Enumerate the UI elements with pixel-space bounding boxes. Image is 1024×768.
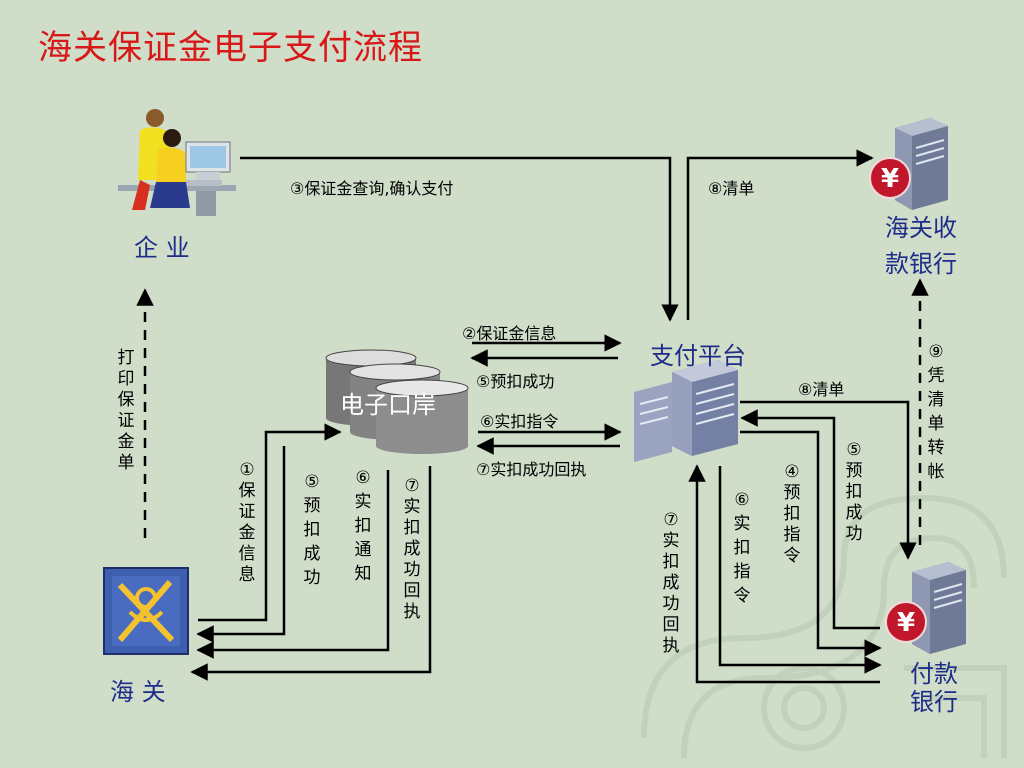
server-cluster-icon [634, 360, 738, 462]
flow-actual-ok-receipt: ⑦实扣成功回执 [476, 460, 587, 479]
collect-bank-server-icon: ¥ [869, 118, 948, 210]
office-workers-icon [118, 109, 236, 216]
database-stack-icon [325, 349, 469, 454]
collect-bank-label: 海关收款银行 [885, 214, 957, 278]
customs-label: 海 关 [110, 678, 166, 706]
flow-v-transfer: ⑨凭清单转帐 [927, 342, 945, 482]
flow-v-deposit-info: ①保证金信息 [238, 460, 256, 585]
flow-statement-right: ⑧清单 [798, 380, 845, 399]
platform-label: 支付平台 [650, 342, 746, 370]
flow-actual-deduct: ⑥实扣指令 [480, 412, 559, 431]
enterprise-label: 企 业 [134, 234, 190, 262]
port-label: 电子口岸 [340, 391, 436, 419]
flow-deposit-info: ②保证金信息 [462, 324, 557, 343]
svg-text:¥: ¥ [897, 608, 915, 638]
pay-bank-label: 付款银行 [910, 660, 958, 716]
flow-v-actual-notice: ⑥实扣通知 [354, 468, 372, 584]
background-pattern [641, 494, 1007, 759]
svg-text:¥: ¥ [881, 164, 899, 194]
page-title: 海关保证金电子支付流程 [38, 28, 423, 68]
flow-v-pre-deduct-ok-2: ⑤预扣成功 [845, 440, 863, 544]
customs-emblem-icon [103, 567, 189, 655]
flow-v-pre-deduct-ok: ⑤预扣成功 [303, 472, 321, 588]
flow-pre-deduct-ok: ⑤预扣成功 [476, 372, 555, 391]
flow-query-confirm: ③保证金查询,确认支付 [290, 179, 454, 198]
flow-v-actual-deduct: ⑥实扣指令 [733, 490, 751, 606]
pay-bank-server-icon: ¥ [885, 562, 966, 654]
flow-v-pre-deduct: ④预扣指令 [783, 462, 801, 566]
flow-statement-top: ⑧清单 [708, 179, 755, 198]
flow-print-deposit-slip: 打印保证金单 [117, 348, 135, 473]
flow-v-actual-ok-receipt: ⑦实扣成功回执 [403, 476, 421, 622]
flow-v-actual-ok-receipt-2: ⑦实扣成功回执 [662, 510, 680, 656]
